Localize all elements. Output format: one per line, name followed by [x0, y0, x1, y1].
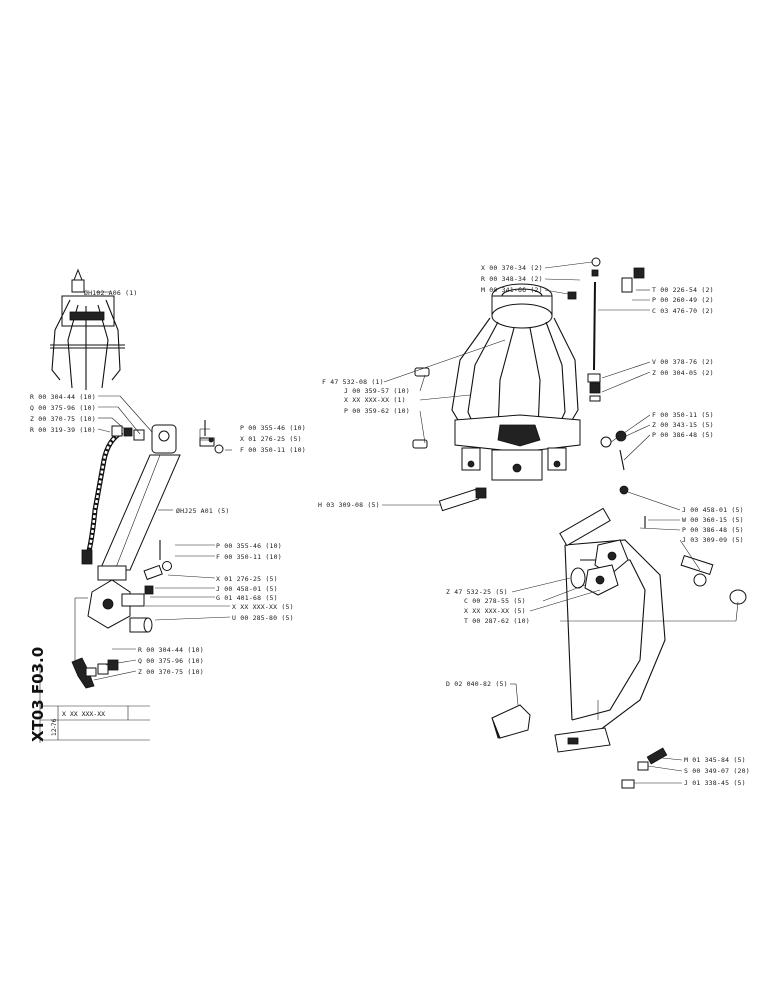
callout-label: Q 00 375-96 (10) — [30, 404, 96, 412]
callout-label: P 00 355-46 (10) — [216, 542, 282, 550]
callout-label: T 00 287-62 (10) — [464, 617, 530, 625]
callout-label: P 00 355-46 (10) — [240, 424, 306, 432]
right-assembly-drawing — [382, 257, 747, 789]
callout-label: X 01 276-25 (5) — [240, 435, 302, 443]
callout-label: F 00 350-11 (10) — [216, 553, 282, 561]
callout-label: M 00 341-66 (2) — [481, 286, 543, 294]
callout-label: U 00 285-80 (5) — [232, 614, 294, 622]
callout-label: W 00 360-15 (5) — [682, 516, 744, 524]
callout-label: X XX XXX-XX (5) — [464, 607, 526, 615]
lower-bracket — [87, 579, 154, 633]
callout-label: Z 00 343-15 (5) — [652, 421, 714, 429]
callout-label: G 01 401-68 (5) — [216, 594, 278, 602]
callout-label: C 00 278-55 (5) — [464, 597, 526, 605]
callout-label: X 01 276-25 (5) — [216, 575, 278, 583]
callout-label: Z 00 370-75 (10) — [30, 415, 96, 423]
hydraulic-cylinder — [97, 424, 181, 581]
callout-label: R 00 304-44 (10) — [30, 393, 96, 401]
callout-label: F 00 350-11 (5) — [652, 411, 714, 419]
callout-label: X XX XXX-XX (5) — [232, 603, 294, 611]
callout-label: F 00 350-11 (10) — [240, 446, 306, 454]
callout-label: R 00 348-34 (2) — [481, 275, 543, 283]
callout-label: H 03 309-08 (5) — [318, 501, 380, 509]
hydraulic-hose — [85, 429, 124, 556]
callout-label: R 00 319-39 (10) — [30, 426, 96, 434]
part-code: X XX XXX-XX — [62, 710, 105, 718]
callout-label: Z 00 370-75 (10) — [138, 668, 204, 676]
rotator-frame — [451, 283, 581, 481]
title-block: XT03 F03.0 12-76 X XX XXX-XX — [29, 647, 150, 743]
bucket — [554, 539, 666, 753]
left-callouts: ØH102 A06 (1) R 00 304-44 (10) Q 00 375-… — [30, 289, 306, 676]
callout-label: Z 47 532-25 (5) — [446, 588, 508, 596]
callout-label: D 02 040-82 (5) — [446, 680, 508, 688]
callout-label: J 01 338-45 (5) — [684, 779, 746, 787]
drawing-number: XT03 F03.0 — [29, 647, 47, 742]
callout-label: X XX XXX-XX (1) — [344, 396, 406, 404]
callout-label: T 00 226-54 (2) — [652, 286, 714, 294]
left-assembly-drawing — [50, 268, 232, 689]
callout-label: C 03 476-70 (2) — [652, 307, 714, 315]
callout-label: R 00 304-44 (10) — [138, 646, 204, 654]
callout-label: Q 00 375-96 (10) — [138, 657, 204, 665]
callout-label: ØHJ25 A01 (5) — [176, 507, 229, 515]
callout-label: P 00 386-48 (5) — [682, 526, 744, 534]
callout-label: P 00 359-62 (10) — [344, 407, 410, 415]
callout-label: P 00 260-49 (2) — [652, 296, 714, 304]
callout-label: J 00 359-57 (10) — [344, 387, 410, 395]
revision-label: 12-76 — [51, 718, 58, 736]
callout-label: S 00 349-07 (20) — [684, 767, 750, 775]
grapple-thumbnail — [50, 268, 125, 390]
callout-label: V 00 378-76 (2) — [652, 358, 714, 366]
callout-label: J 03 309-09 (5) — [682, 536, 744, 544]
callout-label: J 00 458-01 (5) — [216, 585, 278, 593]
callout-label: F 47 532-08 (1) — [322, 378, 384, 386]
callout-label: Z 00 304-05 (2) — [652, 369, 714, 377]
callout-label: ØH102 A06 (1) — [84, 289, 137, 297]
callout-label: M 01 345-84 (5) — [684, 756, 746, 764]
callout-label: X 00 370-34 (2) — [481, 264, 543, 272]
callout-label: P 00 386-48 (5) — [652, 431, 714, 439]
right-callouts: X 00 370-34 (2) R 00 348-34 (2) M 00 341… — [318, 264, 750, 787]
callout-label: J 00 458-01 (5) — [682, 506, 744, 514]
